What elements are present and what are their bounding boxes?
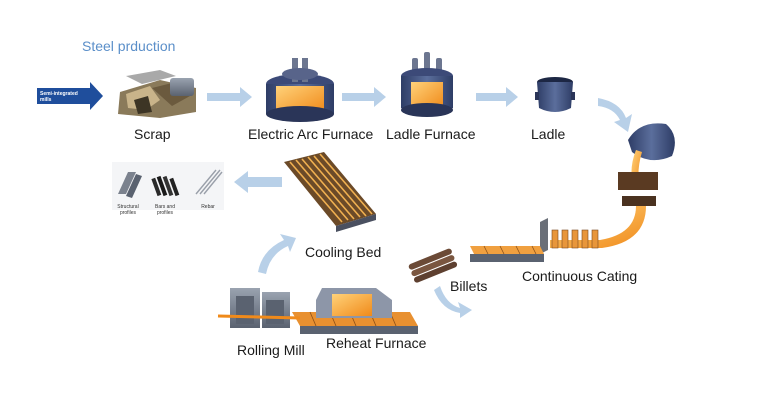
label-rebar: Rebar [201, 204, 215, 210]
arrow-eaf-to-ladle-furnace [342, 87, 386, 107]
label-electric-arc-furnace: Electric Arc Furnace [248, 126, 374, 142]
entry-arrow [37, 82, 103, 110]
label-scrap: Scrap [134, 126, 171, 142]
label-reheat-furnace: Reheat Furnace [326, 335, 427, 351]
label-cooling-bed: Cooling Bed [305, 244, 382, 260]
label-continuous-casting: Continuous Cating [522, 268, 638, 284]
label-ladle-furnace: Ladle Furnace [386, 126, 476, 142]
cooling-bed-illustration [284, 152, 376, 232]
label-billets: Billets [450, 278, 488, 294]
billets-illustration [408, 248, 458, 283]
arrow-billets-to-reheat [434, 286, 472, 318]
arrow-scrap-to-eaf [207, 87, 252, 107]
diagram-title: Steel prduction [82, 38, 176, 54]
rebar-icon [195, 169, 223, 195]
arrow-ladle-furnace-to-ladle [476, 87, 518, 107]
structural-profiles-icon [118, 172, 142, 198]
ladle-furnace-illustration [401, 52, 453, 117]
entry-label: Semi-integrated mills [40, 91, 78, 103]
ladle-illustration [535, 77, 575, 112]
bars-profiles-icon [151, 175, 180, 197]
arrow-cooling-to-products [234, 171, 282, 193]
arrow-rolling-to-cooling [258, 234, 296, 274]
reheat-furnace-illustration [292, 288, 418, 334]
label-structural-profiles: Structural profiles [117, 204, 139, 216]
continuous-caster-illustration [470, 123, 675, 262]
label-bars-profiles: Bars and profiles [154, 204, 175, 216]
rolling-mill-illustration [217, 288, 301, 328]
scrap-pile-illustration [118, 70, 196, 118]
products-illustration [112, 162, 224, 210]
label-rolling-mill: Rolling Mill [237, 342, 305, 358]
flow-arrows [207, 87, 632, 318]
label-ladle: Ladle [531, 126, 566, 142]
arrow-ladle-to-pour [598, 98, 632, 132]
electric-arc-furnace-illustration [266, 58, 334, 122]
